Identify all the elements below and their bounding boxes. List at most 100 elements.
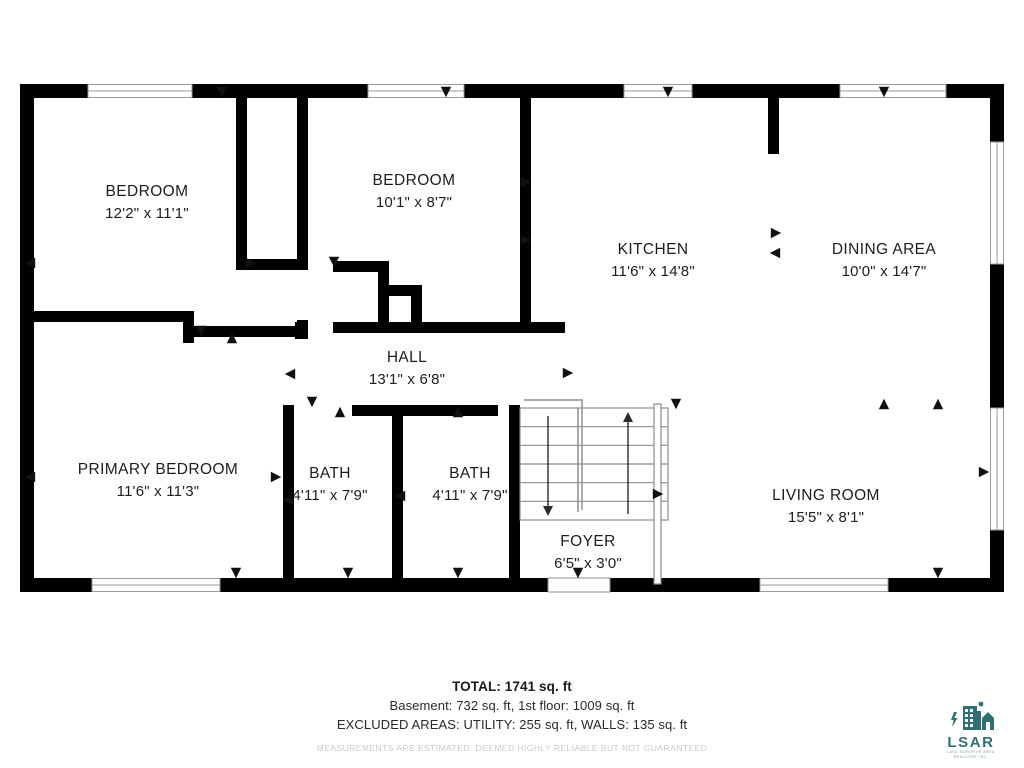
wall-hall-bottom: [352, 405, 498, 416]
room-name-foyer: FOYER: [560, 533, 615, 550]
room-name-living-room: LIVING ROOM: [772, 487, 880, 504]
wall-bed1-closet-bot: [236, 259, 308, 270]
door-opening-foyer-entry: [548, 578, 610, 592]
room-dims-primary-bedroom: 11'6" x 11'3": [117, 483, 200, 500]
room-name-bedroom-1: BEDROOM: [106, 183, 189, 200]
room-name-hall: HALL: [387, 349, 427, 366]
door-marker-3: [878, 86, 890, 98]
room-dims-bath-2: 4'11" x 7'9": [432, 487, 507, 504]
lsar-tagline-line1: LAKE SUPERIOR AREA: [947, 750, 995, 754]
area-summary: TOTAL: 1741 sq. ft Basement: 732 sq. ft,…: [0, 678, 1024, 753]
wall-left-closet-right: [183, 311, 194, 343]
area-breakdown-text: Basement: 732 sq. ft, 1st floor: 1009 sq…: [389, 698, 635, 713]
room-name-kitchen: KITCHEN: [618, 241, 689, 258]
door-marker-9: [770, 227, 782, 239]
room-name-dining-area: DINING AREA: [832, 241, 937, 258]
door-markers-layer: [24, 86, 990, 579]
wall-hall-ceiling: [333, 322, 565, 333]
lsar-building-icon: [951, 701, 994, 730]
lsar-wordmark: LSAR: [947, 734, 995, 751]
door-marker-28: [342, 567, 354, 579]
total-area-text: TOTAL: 1741 sq. ft: [452, 679, 572, 694]
door-opening-frame-foyer-entry: [547, 577, 611, 593]
door-marker-20: [932, 398, 944, 410]
stairs-up-arrow: [623, 412, 633, 422]
door-marker-17: [452, 406, 464, 418]
room-dims-bath-1: 4'11" x 7'9": [292, 487, 367, 504]
room-name-primary-bedroom: PRIMARY BEDROOM: [78, 461, 238, 478]
room-name-bedroom-2: BEDROOM: [373, 172, 456, 189]
door-marker-24: [394, 490, 406, 502]
wall-left-closet-stub: [194, 326, 306, 337]
room-label-foyer: FOYER 6'5" x 3'0": [554, 533, 622, 572]
room-label-primary-bedroom: PRIMARY BEDROOM 11'6" x 11'3": [78, 461, 238, 500]
room-name-bath-1: BATH: [309, 465, 351, 482]
room-label-bedroom-2: BEDROOM 10'1" x 8'7": [373, 172, 456, 211]
room-name-bath-2: BATH: [449, 465, 491, 482]
room-dims-foyer: 6'5" x 3'0": [554, 555, 622, 572]
door-marker-19: [878, 398, 890, 410]
door-marker-4: [24, 257, 36, 269]
wall-left-closet-top: [28, 311, 194, 322]
windows-layer: [87, 84, 1004, 592]
door-marker-18: [670, 398, 682, 410]
wall-bed1-closet-right: [236, 98, 247, 270]
excluded-areas-text: EXCLUDED AREAS: UTILITY: 255 sq. ft, WAL…: [336, 717, 688, 732]
door-marker-5: [245, 257, 257, 269]
lsar-logo: LSAR LAKE SUPERIOR AREA REALTORS, INC.: [932, 700, 1010, 762]
door-marker-21: [24, 471, 36, 483]
room-dims-bedroom-1: 12'2" x 11'1": [105, 205, 189, 222]
room-label-kitchen: KITCHEN 11'6" x 14'8": [611, 241, 695, 280]
doors-layer: [547, 577, 611, 593]
wall-bed2-kitchen-div: [520, 98, 531, 333]
room-dims-kitchen: 11'6" x 14'8": [611, 263, 695, 280]
door-marker-31: [932, 567, 944, 579]
door-marker-15: [306, 396, 318, 408]
wall-kitchen-dining-stub: [768, 98, 779, 154]
door-marker-6: [328, 256, 340, 268]
door-marker-2: [662, 86, 674, 98]
wall-bath-div-3: [509, 405, 520, 592]
door-marker-1: [440, 86, 452, 98]
door-marker-27: [230, 567, 242, 579]
room-labels-layer: BEDROOM 12'2" x 11'1" BEDROOM 10'1" x 8'7" K…: [78, 172, 937, 572]
door-marker-7: [520, 176, 532, 188]
door-marker-11: [195, 325, 207, 337]
door-marker-29: [452, 567, 464, 579]
door-marker-0: [216, 86, 228, 98]
wall-bath-div-2: [392, 405, 403, 592]
door-marker-14: [562, 367, 574, 379]
wall-hall-top-mid: [333, 261, 389, 272]
wall-ext-left: [20, 84, 34, 592]
wall-hall-closet-bot: [378, 285, 422, 296]
disclaimer-text: MEASUREMENTS ARE ESTIMATED. DEEMED HIGHL…: [316, 743, 708, 753]
door-marker-12: [226, 332, 238, 344]
door-marker-23: [282, 494, 294, 506]
stairs-down-arrow: [543, 506, 553, 516]
wall-closet-corner: [295, 322, 308, 339]
door-marker-30: [572, 567, 584, 579]
door-marker-22: [270, 471, 282, 483]
room-dims-dining-area: 10'0" x 14'7": [842, 263, 927, 280]
room-dims-living-room: 15'5" x 8'1": [788, 509, 864, 526]
wall-ext-top: [20, 84, 1004, 98]
room-label-bedroom-1: BEDROOM 12'2" x 11'1": [105, 183, 189, 222]
wall-bed1-bed2-div: [297, 98, 308, 270]
door-marker-16: [334, 406, 346, 418]
room-dims-bedroom-2: 10'1" x 8'7": [376, 194, 452, 211]
stair-rail-return: [524, 399, 583, 510]
door-marker-13: [284, 368, 296, 380]
floor-plan-drawing: BEDROOM 12'2" x 11'1" BEDROOM 10'1" x 8'7" K…: [20, 84, 1004, 593]
door-marker-10: [769, 247, 781, 259]
room-label-bath-1: BATH 4'11" x 7'9": [292, 465, 367, 504]
room-label-dining-area: DINING AREA 10'0" x 14'7": [832, 241, 937, 280]
wall-hall-closet-side: [411, 285, 422, 325]
room-label-bath-2: BATH 4'11" x 7'9": [432, 465, 507, 504]
door-marker-25: [652, 488, 664, 500]
room-label-living-room: LIVING ROOM 15'5" x 8'1": [772, 487, 880, 526]
lsar-tagline-line2: REALTORS, INC.: [953, 755, 989, 759]
door-marker-26: [978, 466, 990, 478]
door-marker-8: [520, 234, 532, 246]
